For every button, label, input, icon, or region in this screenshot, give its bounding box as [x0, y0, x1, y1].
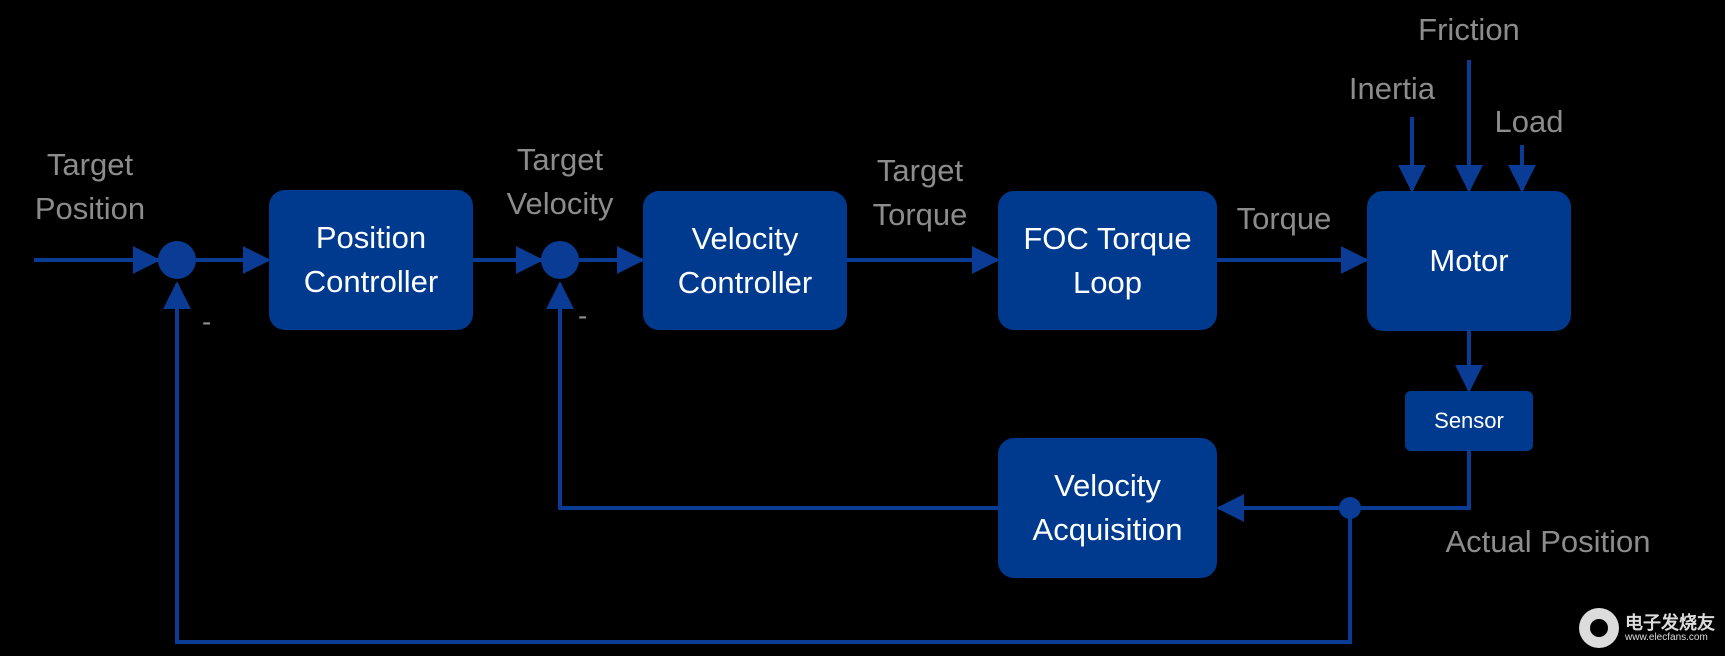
foc-torque-loop-line1: FOC Torque: [1023, 220, 1192, 256]
motor-label: Motor: [1429, 243, 1509, 278]
position-controller-line1: Position: [315, 220, 427, 255]
label-target-torque: Target Torque: [850, 149, 990, 237]
watermark-brand: 电子发烧友: [1625, 612, 1715, 633]
motor-block: Motor: [1367, 191, 1571, 331]
velocity-controller-line1: Velocity: [691, 220, 799, 256]
label-target-torque-line1: Target: [876, 153, 964, 188]
elecfans-logo-icon: [1579, 608, 1619, 648]
position-controller-block: Position Controller: [269, 190, 473, 330]
branch-point-actual-position: [1339, 497, 1361, 519]
line-sensor-output: [1350, 451, 1471, 510]
label-target-velocity-line2: Velocity: [506, 186, 614, 221]
label-target-position-line1: Target: [46, 147, 134, 182]
sensor-block: Sensor: [1405, 391, 1533, 451]
foc-torque-loop-line2: Loop: [1073, 264, 1142, 300]
label-target-position: Target Position: [20, 143, 160, 231]
arrow-position-feedback: [163, 281, 1352, 644]
arrow-velocity-feedback: [546, 281, 998, 510]
sensor-label: Sensor: [1434, 408, 1504, 433]
velocity-acquisition-line1: Velocity: [1054, 468, 1161, 503]
label-actual-position: Actual Position: [1445, 524, 1651, 559]
minus-sign-velocity: -: [578, 300, 588, 331]
label-target-position-line2: Position: [34, 191, 146, 226]
watermark-url: www.elecfans.com: [1625, 631, 1708, 643]
velocity-acquisition-block: Velocity Acquisition: [998, 438, 1217, 578]
label-load: Load: [1494, 104, 1564, 139]
velocity-controller-line2: Controller: [677, 264, 813, 300]
label-torque: Torque: [1236, 201, 1332, 236]
label-target-torque-line2: Torque: [872, 197, 968, 232]
foc-torque-loop-block: FOC Torque Loop: [998, 191, 1217, 330]
velocity-acquisition-line2: Acquisition: [1032, 512, 1183, 547]
minus-sign-position: -: [202, 306, 212, 337]
velocity-controller-block: Velocity Controller: [643, 191, 847, 330]
summing-junction-position: [158, 241, 196, 279]
label-friction: Friction: [1418, 12, 1520, 47]
summing-junction-velocity: [541, 241, 579, 279]
label-inertia: Inertia: [1348, 71, 1436, 106]
label-target-velocity-line1: Target: [516, 142, 604, 177]
label-target-velocity: Target Velocity: [490, 138, 630, 226]
watermark: 电子发烧友 www.elecfans.com: [1579, 608, 1715, 648]
position-controller-line2: Controller: [303, 264, 439, 299]
